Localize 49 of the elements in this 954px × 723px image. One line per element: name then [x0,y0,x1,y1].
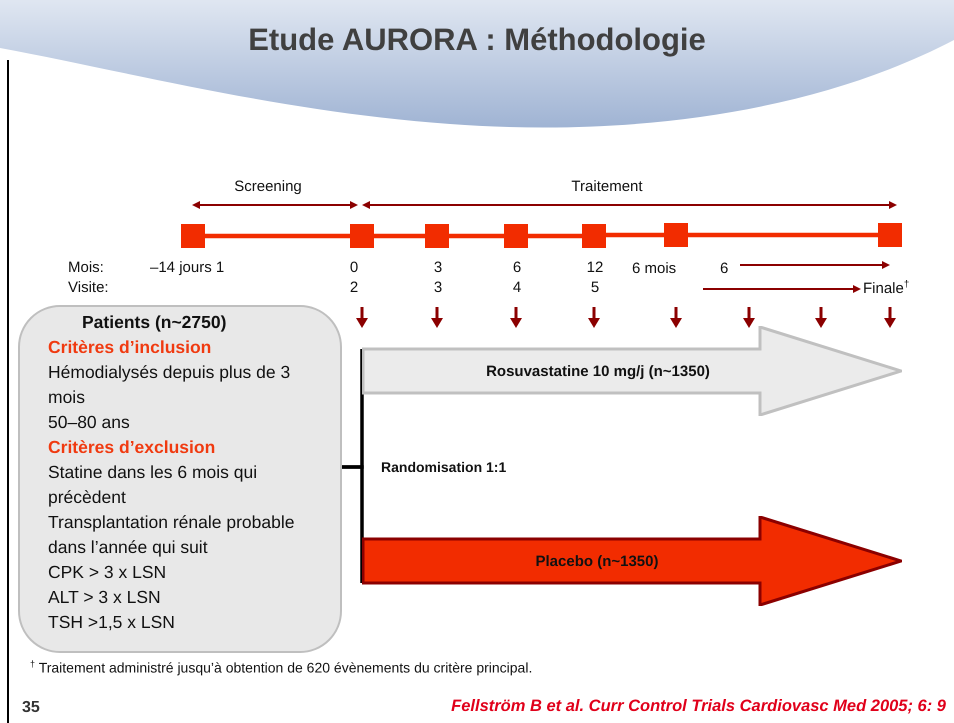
label-text: 35 [22,699,40,717]
label-text: Mois: [68,259,104,276]
label-text: Traitement [571,178,643,195]
arm-arrow-shape [362,516,902,606]
connector-line [342,465,364,583]
label-text: Randomisation 1:1 [381,459,506,475]
label-text: 5 [590,279,600,296]
label-text: –14 jours 1 [150,259,224,276]
label-text: 6 [512,259,522,276]
label-text: Visite: [68,279,109,296]
arm-label: Placebo (n~1350) [536,552,658,570]
label-text: 6 mois [632,260,676,277]
criterion-text: 50–80 ans [48,411,131,434]
label-text: Fellström B et al. Curr Control Trials Cardiovasc Med 2005; 6: 9 [451,697,946,716]
criterion-text: Statine dans les 6 mois qui précèdent [48,461,258,509]
label-text: 12 [586,259,604,276]
connector-line [449,234,504,238]
criterion-text: ALT > 3 x LSN [48,586,162,609]
criterion-text: TSH >1,5 x LSN [48,611,176,634]
label-text: 3 [434,259,442,276]
timeline-marker [504,224,528,248]
arm-label: Rosuvastatine 10 mg/j (n~1350) [486,362,710,380]
label-text: Screening [234,178,302,195]
label-text: 4 [512,279,522,296]
criterion-text: Hémodialysés depuis plus de 3 mois [48,361,292,409]
slide-title: Etude AURORA : Méthodologie [247,22,707,58]
patients-card [18,305,342,653]
heading: Critères d’inclusion [48,336,212,359]
label-text: 2 [350,279,358,296]
connector-line [374,234,425,238]
heading: Patients (n~2750) [81,311,228,334]
connector-line [688,232,878,238]
label-text: 6 [720,260,728,277]
label-text: 3 [434,279,442,296]
heading: Critères d’exclusion [48,436,216,459]
label-text: 0 [350,259,358,276]
timeline-marker [664,223,688,247]
timeline-marker [582,224,606,248]
timeline-marker [878,223,902,247]
criterion-text: Transplantation rénale probable dans l’année qui suit [48,511,296,559]
label-text: Finale$^{†}$ [863,279,910,297]
timeline-marker [181,224,205,248]
timeline-marker [425,224,449,248]
connector-line [528,234,582,238]
connector-line [606,232,664,238]
timeline-marker [350,224,374,248]
arm-arrow-shape [362,326,902,416]
connector-line [205,234,350,238]
criterion-text: CPK > 3 x LSN [48,561,168,584]
